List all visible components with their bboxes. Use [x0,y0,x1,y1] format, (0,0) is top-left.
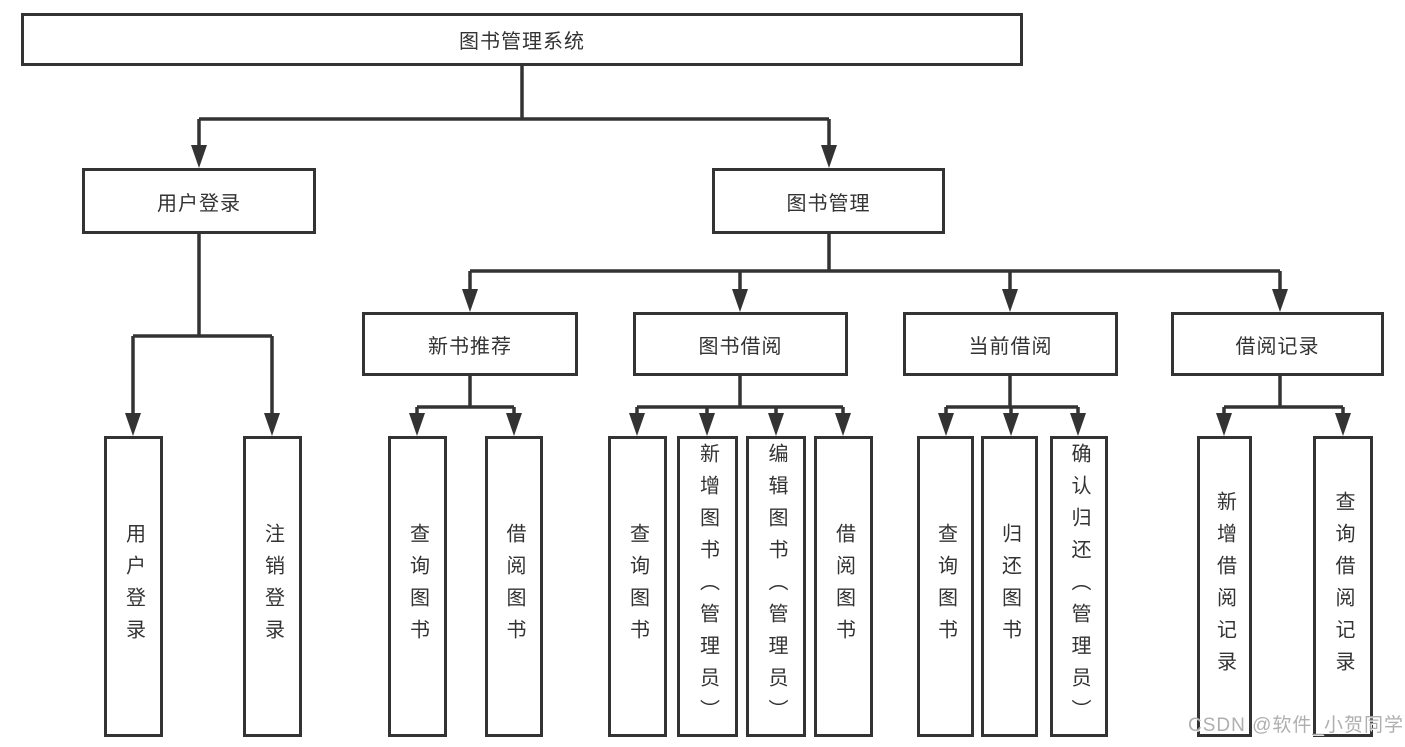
node-user-login: 用户登录 [104,436,163,737]
node-query-books-borrowing: 查询图书 [608,436,667,737]
node-new-book-recommendation: 新书推荐 [362,312,578,376]
node-add-borrowing-record: 新增借阅记录 [1197,436,1252,737]
node-current-borrowing: 当前借阅 [903,312,1118,376]
node-query-books-current: 查询图书 [917,436,974,737]
node-edit-book-admin: 编辑图书（管理员） [746,436,806,737]
node-user-login-module: 用户登录 [82,168,316,234]
node-borrow-books-borrowing: 借阅图书 [814,436,873,737]
arrowheads [125,145,1351,436]
node-query-borrowing-record: 查询借阅记录 [1313,436,1373,737]
node-logout: 注销登录 [243,436,302,737]
csdn-watermark: CSDN @软件_小贺同学 [1188,715,1404,736]
node-add-book-admin: 新增图书（管理员） [677,436,738,737]
node-library-management-system: 图书管理系统 [21,13,1023,66]
node-borrow-books-recommend: 借阅图书 [485,436,543,737]
node-book-management-module: 图书管理 [712,168,945,234]
node-borrowing-records: 借阅记录 [1171,312,1384,376]
node-query-books-recommend: 查询图书 [388,436,447,737]
node-confirm-return-admin: 确认归还（管理员） [1050,436,1108,737]
node-book-borrowing: 图书借阅 [633,312,848,376]
node-return-book: 归还图书 [981,436,1038,737]
